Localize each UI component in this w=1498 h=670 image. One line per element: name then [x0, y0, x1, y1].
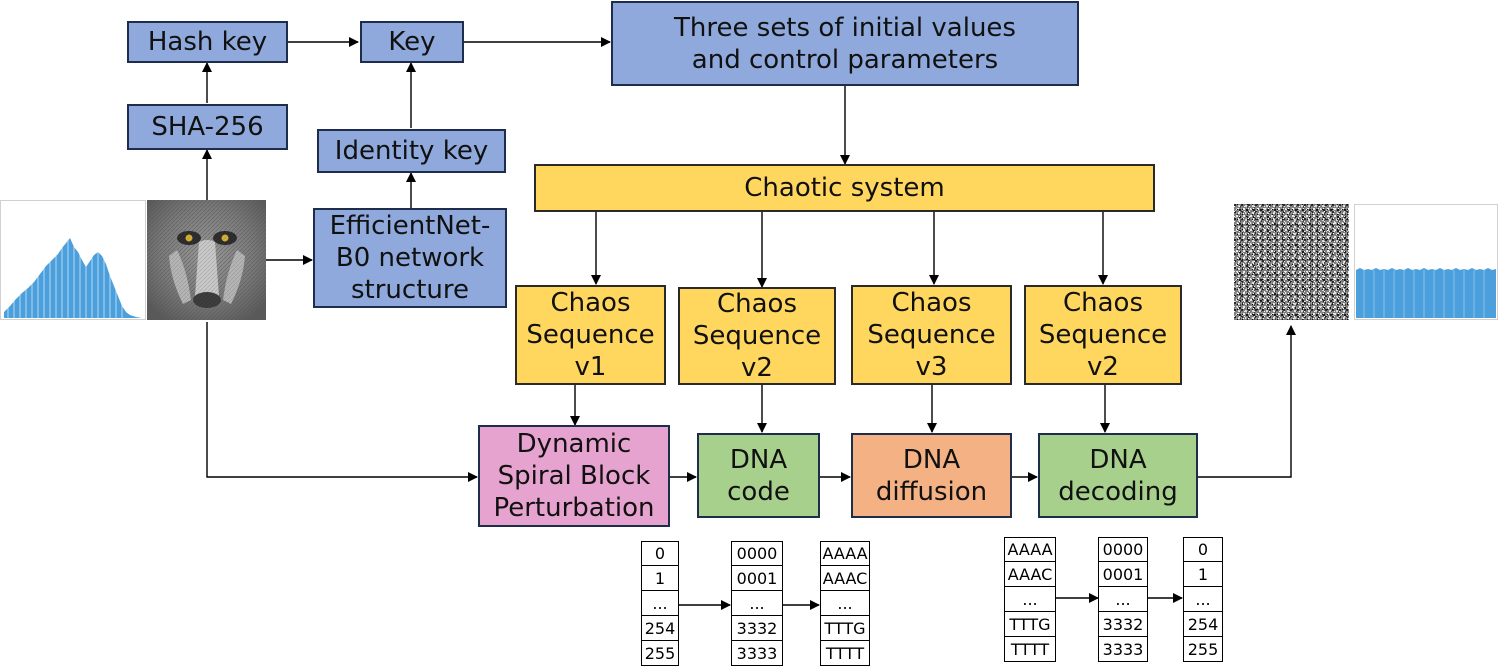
- decode-table-dna: AAAA AAAC ... TTTG TTTT: [1004, 537, 1056, 662]
- table-cell: 254: [641, 616, 679, 641]
- chaos-sequence-v2-box: Chaos Sequence v2: [678, 287, 836, 385]
- table-cell: 0000: [1098, 537, 1148, 562]
- table-cell: 3332: [731, 616, 783, 641]
- table-cell: 0000: [731, 541, 783, 566]
- flat-histogram-image: [1354, 204, 1498, 320]
- decode-table-values: 0 1 ... 254 255: [1183, 537, 1223, 662]
- hash-key-box: Hash key: [127, 21, 288, 63]
- chaos-sequence-v2b-box: Chaos Sequence v2: [1024, 285, 1182, 385]
- table-cell: 3333: [1098, 637, 1148, 662]
- noise-image: [1234, 204, 1349, 320]
- table-cell: ...: [1183, 587, 1223, 612]
- chaotic-system-box: Chaotic system: [534, 164, 1155, 212]
- table-cell: ...: [1098, 587, 1148, 612]
- plain-histogram-image: [0, 200, 146, 320]
- table-cell: 254: [1183, 612, 1223, 637]
- table-cell: 0: [641, 541, 679, 566]
- baboon-image: [147, 200, 266, 320]
- key-box: Key: [360, 21, 464, 63]
- encode-table-dna: AAAA AAAC ... TTTG TTTT: [820, 541, 870, 666]
- decode-table-base4: 0000 0001 ... 3332 3333: [1098, 537, 1148, 662]
- dna-diffusion-box: DNA diffusion: [851, 433, 1012, 518]
- table-cell: 3332: [1098, 612, 1148, 637]
- efficientnet-box: EfficientNet- B0 network structure: [313, 208, 507, 308]
- table-cell: 1: [641, 566, 679, 591]
- table-cell: 3333: [731, 641, 783, 666]
- spiral-perturbation-box: Dynamic Spiral Block Perturbation: [478, 425, 670, 527]
- dna-decoding-box: DNA decoding: [1038, 433, 1198, 518]
- table-cell: TTTG: [1004, 612, 1056, 637]
- table-cell: 0: [1183, 537, 1223, 562]
- chaos-sequence-v1-box: Chaos Sequence v1: [515, 285, 666, 385]
- table-cell: AAAA: [820, 541, 870, 566]
- chaos-sequence-v3-box: Chaos Sequence v3: [851, 285, 1012, 385]
- table-cell: AAAC: [820, 566, 870, 591]
- table-cell: TTTT: [820, 641, 870, 666]
- table-cell: TTTT: [1004, 637, 1056, 662]
- table-cell: 0001: [1098, 562, 1148, 587]
- encode-table-values: 0 1 ... 254 255: [641, 541, 679, 666]
- arrow-decoding-to-cipher: [1198, 325, 1296, 478]
- table-cell: 255: [641, 641, 679, 666]
- dna-code-box: DNA code: [697, 433, 820, 518]
- table-cell: AAAA: [1004, 537, 1056, 562]
- arrow-image-to-perturb: [206, 322, 478, 482]
- table-cell: ...: [731, 591, 783, 616]
- identity-key-box: Identity key: [317, 129, 506, 173]
- encode-table-base4: 0000 0001 ... 3332 3333: [731, 541, 783, 666]
- initial-values-box: Three sets of initial values and control…: [611, 1, 1079, 86]
- table-cell: 255: [1183, 637, 1223, 662]
- table-cell: 0001: [731, 566, 783, 591]
- table-cell: ...: [641, 591, 679, 616]
- table-cell: TTTG: [820, 616, 870, 641]
- table-cell: 1: [1183, 562, 1223, 587]
- table-cell: ...: [1004, 587, 1056, 612]
- sha256-box: SHA-256: [127, 104, 288, 150]
- table-cell: ...: [820, 591, 870, 616]
- table-cell: AAAC: [1004, 562, 1056, 587]
